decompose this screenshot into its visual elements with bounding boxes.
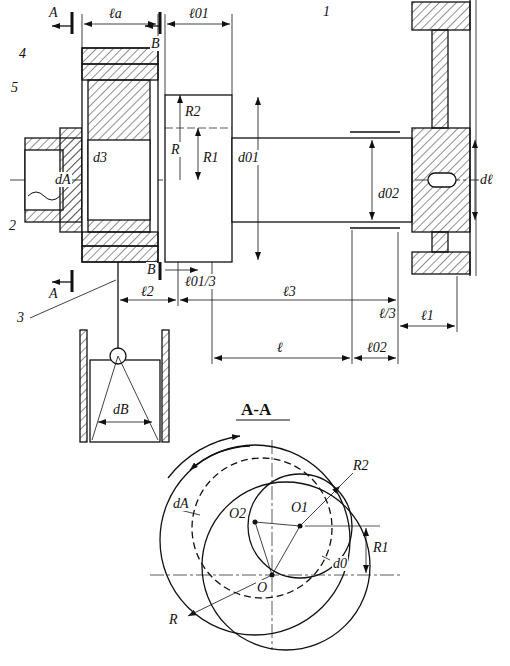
dimension-label: 2	[8, 218, 17, 233]
dimension-label: dA	[54, 172, 72, 187]
dimension-label: d02	[377, 186, 400, 201]
dimension-label: dB	[112, 402, 130, 417]
dimension-label: R1	[372, 540, 390, 555]
dimension-label: ℓa	[108, 6, 123, 21]
dimension-label: B	[150, 36, 161, 51]
dimension-label: O	[256, 580, 268, 595]
dimension-label: ℓ/3	[378, 306, 397, 321]
dimension-label: ℓ3	[282, 284, 297, 299]
dimension-label: d0	[332, 556, 348, 571]
dimension-label: dA	[172, 496, 190, 511]
dimension-label: ℓ02	[366, 340, 388, 355]
dimension-label: B	[146, 262, 157, 277]
dimension-label: ℓ2	[140, 284, 155, 299]
dimension-label: O2	[228, 506, 247, 521]
dimension-label: O1	[290, 500, 309, 515]
section-title: A-A	[240, 402, 272, 417]
dimension-label: R	[170, 142, 181, 157]
dimension-label: d3	[92, 150, 108, 165]
dimension-label: ℓ01	[188, 6, 210, 21]
dimension-label: dℓ	[479, 172, 494, 187]
dimension-label: 4	[18, 46, 27, 61]
dimension-label: R1	[202, 150, 220, 165]
dimension-label: ℓ1	[420, 308, 435, 323]
dimension-label: ℓ	[276, 340, 284, 355]
dimension-label: R2	[352, 458, 370, 473]
dimension-label: ℓ01/3	[184, 274, 217, 289]
dimension-label: R	[168, 612, 179, 627]
dimension-label: R2	[184, 104, 202, 119]
dimension-label: 1	[322, 4, 331, 19]
dimension-label: 3	[16, 310, 25, 325]
dimension-label: A	[48, 286, 59, 301]
dimension-label: 5	[10, 80, 19, 95]
dimension-label: A	[48, 5, 59, 20]
dimension-label: d01	[237, 150, 260, 165]
